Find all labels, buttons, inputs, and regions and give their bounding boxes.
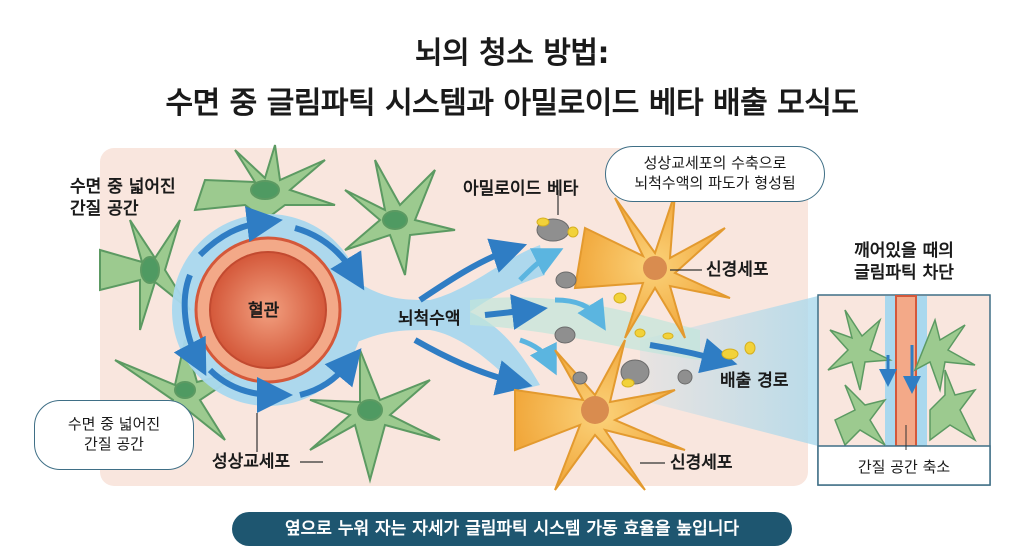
bubble-line: 수면 중 넓어진 (67, 415, 161, 433)
blood-vessel (194, 236, 342, 384)
bubble-line: 성상교세포의 수축으로 (643, 154, 787, 172)
astrocyte-label: 성상교세포 (212, 452, 291, 472)
inset-caption: 간질 공간 축소 (857, 458, 951, 476)
bubble-line: 뇌척수액의 파도가 형성됨 (634, 174, 796, 192)
label-line: 수면 중 넓어진 (70, 177, 176, 197)
flow-arrows (173, 206, 738, 413)
interstitial-space-bubble: 수면 중 넓어진 간질 공간 (34, 400, 194, 470)
leader-lines (256, 190, 702, 464)
inset-panel (817, 294, 991, 486)
interstitial-space-label: 수면 중 넓어진 간질 공간 (70, 176, 176, 220)
bubble-line: 간질 공간 (84, 435, 144, 453)
amyloid-plaques (536, 218, 693, 385)
inset-title-line: 깨어있을 때의 (854, 241, 954, 261)
amyloid-beta (536, 217, 756, 388)
inset-title-line: 글림파틱 차단 (854, 263, 954, 283)
label-line: 간질 공간 (70, 199, 139, 219)
neuron-label-top: 신경세포 (706, 260, 769, 280)
inset-title: 깨어있을 때의 글림파틱 차단 (818, 240, 990, 284)
clearance-route-label: 배출 경로 (720, 371, 789, 391)
wave-arrows (518, 248, 606, 376)
title-line-1: 뇌의 청소 방법: (415, 36, 610, 71)
csf-wave-bubble: 성상교세포의 수축으로 뇌척수액의 파도가 형성됨 (605, 146, 825, 202)
neurons (514, 192, 731, 491)
bottom-banner: 옆으로 누워 자는 자세가 글림파틱 시스템 가동 효율을 높입니다 (232, 512, 792, 546)
title-line-2: 수면 중 글림파틱 시스템과 아밀로이드 베타 배출 모식도 (165, 86, 859, 121)
amyloid-beta-label: 아밀로이드 베타 (463, 179, 579, 199)
blood-vessel-label: 혈관 (248, 301, 280, 321)
csf-label: 뇌척수액 (398, 309, 461, 329)
neuron-label-bottom: 신경세포 (670, 453, 733, 473)
